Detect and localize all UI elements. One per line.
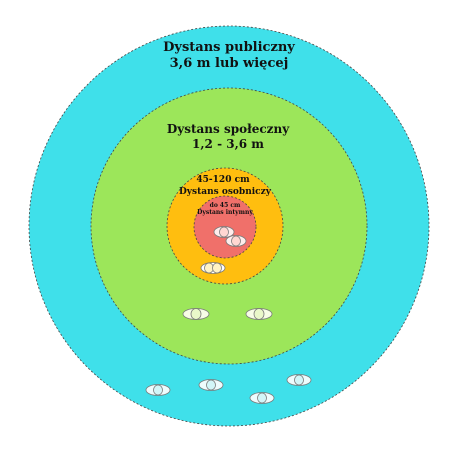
intimate-zone-title: Dystans intymny (197, 209, 253, 216)
intimate-zone-range: do 45 cm (210, 202, 241, 209)
public-figure-3 (249, 392, 275, 404)
public-figure-4 (286, 374, 312, 386)
personal-pair-figure (200, 262, 226, 274)
public-zone-title: Dystans publiczny (163, 40, 295, 55)
intimate-pair-figure-2 (225, 235, 247, 247)
social-zone-range: 1,2 - 3,6 m (192, 137, 264, 151)
public-figure-1 (145, 384, 171, 396)
public-zone-range: 3,6 m lub więcej (170, 56, 289, 71)
personal-zone-title: Dystans osobniczy (179, 187, 272, 197)
social-zone-title: Dystans społeczny (167, 122, 290, 136)
social-figure-2 (245, 308, 273, 320)
social-figure-1 (182, 308, 210, 320)
personal-zone-range: 45-120 cm (196, 175, 250, 185)
intimate-pair-figure-1 (213, 226, 235, 238)
public-figure-2 (198, 379, 224, 391)
